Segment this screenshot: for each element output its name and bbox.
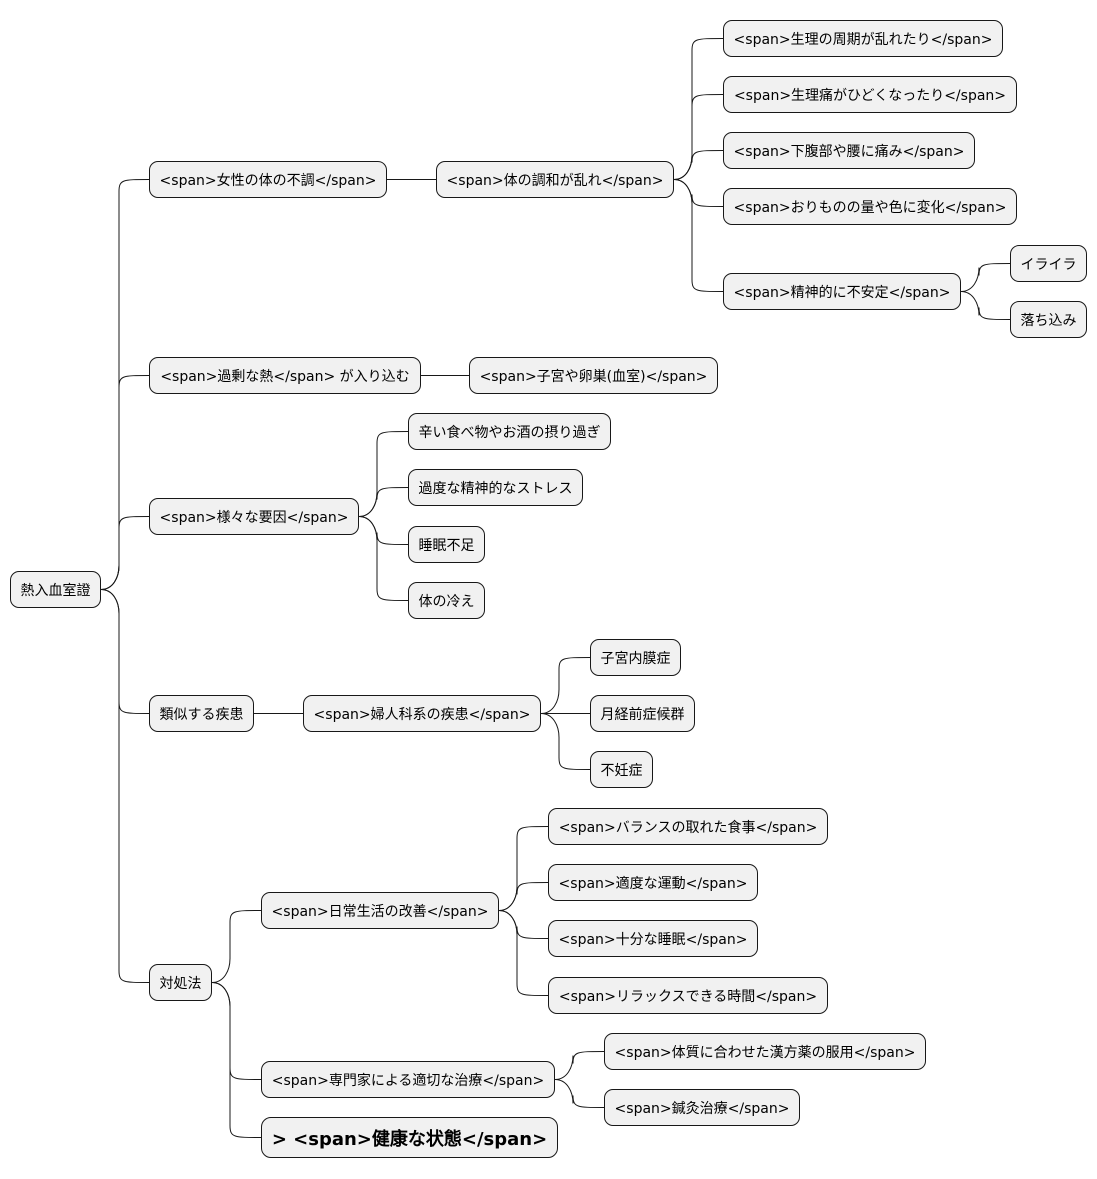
connector-n4a-n4a1 [540,657,591,714]
connector-n5a-n5a2 [498,882,549,911]
node-pms: 月経前症候群 [590,695,695,732]
node-infertility: 不妊症 [590,751,653,788]
connector-n5a-n5a1 [498,826,549,911]
node-moderate-exercise: <span>適度な運動</span> [548,864,758,901]
node-acupuncture: <span>鍼灸治療</span> [604,1089,800,1126]
connector-n1a5-n1a5a [960,263,1011,292]
node-excess-heat: <span>過剰な熱</span> が入り込む [149,357,421,394]
node-balanced-diet: <span>バランスの取れた食事</span> [548,808,828,845]
connector-root-n4 [100,589,150,714]
node-mental-instability: <span>精神的に不安定</span> [723,273,961,310]
connector-n5a-n5a4 [498,910,549,996]
connector-root-n1 [100,179,150,590]
node-countermeasures: 対処法 [149,964,212,1001]
connector-n5a-n5a3 [498,910,549,939]
node-severe-period-pain: <span>生理痛がひどくなったり</span> [723,76,1017,113]
connector-n5-n5b [211,982,262,1080]
node-mental-stress: 過度な精神的なストレス [408,469,583,506]
node-kampo-medicine: <span>体質に合わせた漢方薬の服用</span> [604,1033,926,1070]
node-discharge-change: <span>おりものの量や色に変化</span> [723,188,1017,225]
node-irregular-cycle: <span>生理の周期が乱れたり</span> [723,20,1003,57]
connector-n1a-n1a4 [673,179,724,207]
node-female-body-disorder: <span>女性の体の不調</span> [149,161,387,198]
node-body-harmony-disrupted: <span>体の調和が乱れ</span> [436,161,674,198]
node-depression: 落ち込み [1010,301,1087,338]
connector-n5b-n5b1 [554,1051,605,1080]
connector-n5-n5a [211,910,262,983]
node-body-cold: 体の冷え [408,582,485,619]
connector-root-n5 [100,589,150,983]
root-node: 熱入血室證 [10,571,101,608]
connector-root-n3 [100,516,150,590]
node-lifestyle-improvement: <span>日常生活の改善</span> [261,892,499,929]
connector-n1a-n1a1 [673,38,724,180]
node-irritation: イライラ [1010,245,1087,282]
node-gynecological-diseases: <span>婦人科系の疾患</span> [303,695,541,732]
node-uterus-ovary: <span>子宮や卵巣(血室)</span> [469,357,718,394]
node-sufficient-sleep: <span>十分な睡眠</span> [548,920,758,957]
node-abdominal-back-pain: <span>下腹部や腰に痛み</span> [723,132,975,169]
node-spicy-food-alcohol: 辛い食べ物やお酒の摂り過ぎ [408,413,611,450]
node-various-causes: <span>様々な要因</span> [149,498,359,535]
connector-n4a-n4a3 [540,713,591,770]
connector-n5b-n5b2 [554,1079,605,1108]
connector-n1a-n1a2 [673,94,724,180]
connector-n1a-n1a5 [673,179,724,292]
node-healthy-state: > <span>健康な状態</span> [261,1117,558,1158]
connector-n3-n3c [358,516,409,545]
connector-root-n2 [100,375,150,590]
connector-n1a-n1a3 [673,150,724,180]
connector-n1a5-n1a5b [960,291,1011,320]
connector-n3-n3a [358,431,409,517]
connector-n5-n5c [211,982,262,1138]
node-lack-of-sleep: 睡眠不足 [408,526,485,563]
node-endometriosis: 子宮内膜症 [590,639,681,676]
node-expert-treatment: <span>専門家による適切な治療</span> [261,1061,555,1098]
connector-n3-n3d [358,516,409,601]
node-relax-time: <span>リラックスできる時間</span> [548,977,828,1014]
connector-n3-n3b [358,487,409,517]
node-similar-diseases: 類似する疾患 [149,695,254,732]
